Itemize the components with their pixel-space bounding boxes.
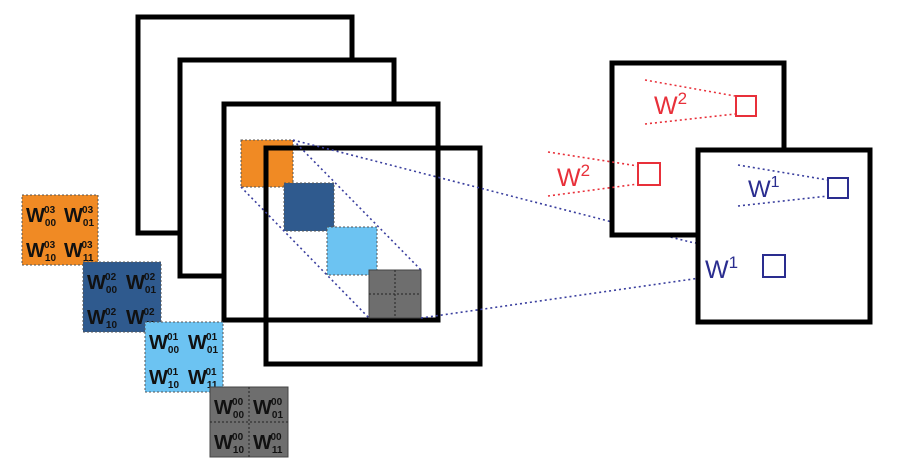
filter-patch-light-blue (326, 226, 378, 276)
weight-grid-dark-blue: W0002W0102W1002W1102 (82, 261, 162, 333)
weight-label: W0103 (64, 205, 94, 229)
output-frame-front (695, 147, 873, 325)
weight-label: W0100 (253, 397, 283, 421)
w1-output-unit-upper (827, 177, 849, 199)
weight-label: W1100 (253, 432, 283, 456)
w2-output-unit-upper (735, 95, 757, 117)
w1-label-upper: W1 (748, 174, 780, 203)
weight-label: W0102 (126, 272, 156, 296)
projection-line-to-output-bottom (420, 277, 701, 319)
input-frame-4 (263, 145, 483, 367)
w2-dotted-line (547, 151, 639, 167)
weight-label: W0003 (26, 205, 56, 229)
projection-line (292, 139, 422, 271)
weight-grid-bg (21, 194, 99, 266)
projection-line (240, 186, 370, 319)
filter-patch-dark-blue (283, 182, 335, 232)
w2-label-lower: W2 (557, 161, 590, 192)
weight-label: W1101 (188, 367, 218, 391)
w2-dotted-line (644, 79, 736, 97)
weight-label: W1000 (214, 432, 244, 456)
weight-grid-bg (82, 261, 162, 333)
w2-dotted-line (644, 113, 736, 125)
weight-label: W0001 (149, 332, 179, 356)
w1-output-unit-lower (762, 254, 786, 278)
w1-label-lower: W1 (705, 253, 738, 284)
weight-label: W0002 (87, 272, 117, 296)
weight-label: W1103 (64, 240, 94, 264)
w1-dotted-line (737, 164, 829, 181)
weight-label: W1003 (26, 240, 56, 264)
w2-dotted-line (547, 183, 639, 197)
w2-label-upper: W2 (654, 89, 687, 120)
weight-label: W0000 (214, 397, 244, 421)
weight-label: W0101 (188, 332, 218, 356)
w1-dotted-line (737, 195, 829, 207)
weight-grid-bg (144, 321, 224, 393)
weight-label: W1002 (87, 307, 117, 331)
w2-output-unit-lower (637, 162, 661, 186)
weight-label: W1001 (149, 367, 179, 391)
